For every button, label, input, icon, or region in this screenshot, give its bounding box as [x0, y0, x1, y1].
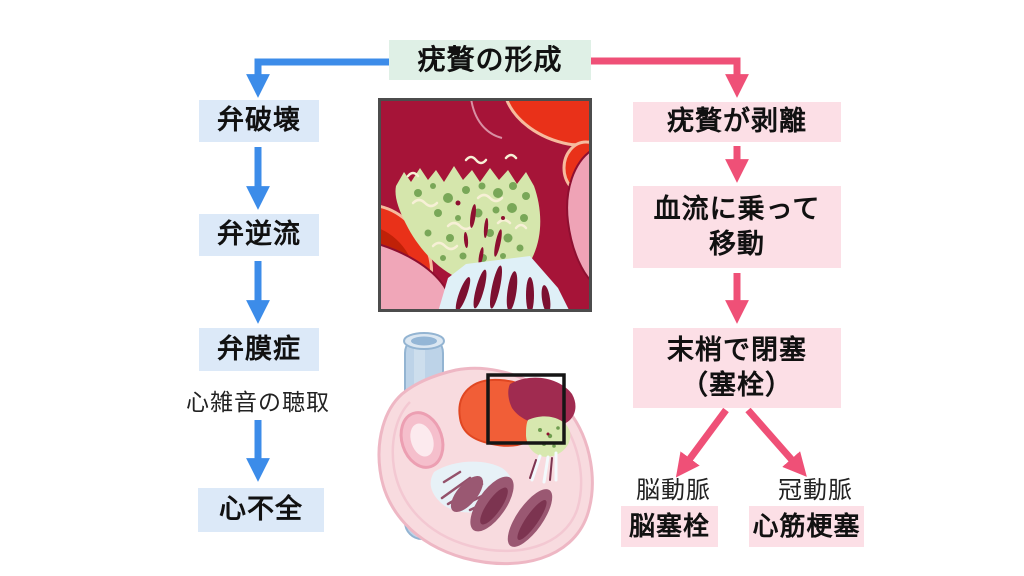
label-cerebral-artery: 脳動脈	[626, 470, 721, 505]
step-valve-regurgitation: 弁逆流	[199, 214, 319, 256]
arrow-occlusion-to-coronary-artery	[745, 407, 807, 477]
step-label: 弁破壊	[217, 105, 301, 136]
arrow-occlusion-to-cerebral-artery	[675, 407, 729, 478]
chordae-tendineae	[438, 256, 570, 312]
closeup-frame	[378, 98, 592, 312]
pink-leaflet-right	[566, 148, 592, 284]
step-travels-in-bloodstream: 血流に乗って 移動	[633, 186, 841, 268]
step-label: 疣贅が剥離	[667, 106, 807, 137]
step-valve-destruction: 弁破壊	[199, 100, 319, 142]
step-label: 弁逆流	[217, 219, 301, 250]
title-label: 疣贅の形成	[417, 43, 563, 75]
valve-chordae-strands	[529, 451, 558, 484]
arrow-title-to-valve-destruction	[246, 58, 390, 98]
step-label-line2: 移動	[709, 229, 765, 259]
step-valvular-disease: 弁膜症	[199, 328, 319, 371]
inner-wall-line	[391, 401, 583, 553]
atrium-dark-region	[508, 377, 576, 427]
step-peripheral-occlusion: 末梢で閉塞 （塞栓）	[633, 328, 841, 408]
note-label: 心雑音の聴取	[186, 389, 330, 415]
title-vegetation-formation: 疣贅の形成	[389, 40, 591, 80]
note-heart-murmur: 心雑音の聴取	[168, 383, 348, 415]
valve-vegetation-closeup-illustration	[378, 98, 592, 312]
step-vegetation-detaches: 疣贅が剥離	[633, 102, 841, 142]
label-coronary-artery: 冠動脈	[768, 470, 863, 505]
outcome-cerebral-embolism: 脳塞栓	[621, 506, 718, 547]
vegetation-mass	[395, 153, 541, 285]
heart-cross-section-illustration	[377, 332, 594, 566]
arrow-title-to-detachment	[591, 57, 749, 98]
step-label: 心不全	[219, 494, 303, 525]
blood-streaks	[455, 200, 505, 265]
artery-label: 冠動脈	[778, 477, 853, 504]
valve-opening-ring	[399, 411, 445, 469]
outcome-myocardial-infarction: 心筋梗塞	[749, 506, 864, 547]
outcome-label: 脳塞栓	[628, 510, 710, 541]
step-label-line2: （塞栓）	[681, 370, 793, 400]
step-label: 弁膜症	[217, 333, 301, 364]
fibrin-squiggles	[406, 153, 528, 272]
artery-label: 脳動脈	[636, 477, 711, 504]
bacteria-clusters	[414, 182, 530, 262]
step-label-line1: 血流に乗って	[653, 193, 821, 224]
step-heart-failure: 心不全	[198, 488, 324, 532]
step-label-line1: 末梢で閉塞	[667, 334, 807, 365]
outcome-label: 心筋梗塞	[752, 510, 861, 541]
papillary-muscles	[450, 475, 553, 547]
valve-region-highlight-box	[486, 373, 566, 445]
atrium-wall-line	[470, 98, 503, 139]
